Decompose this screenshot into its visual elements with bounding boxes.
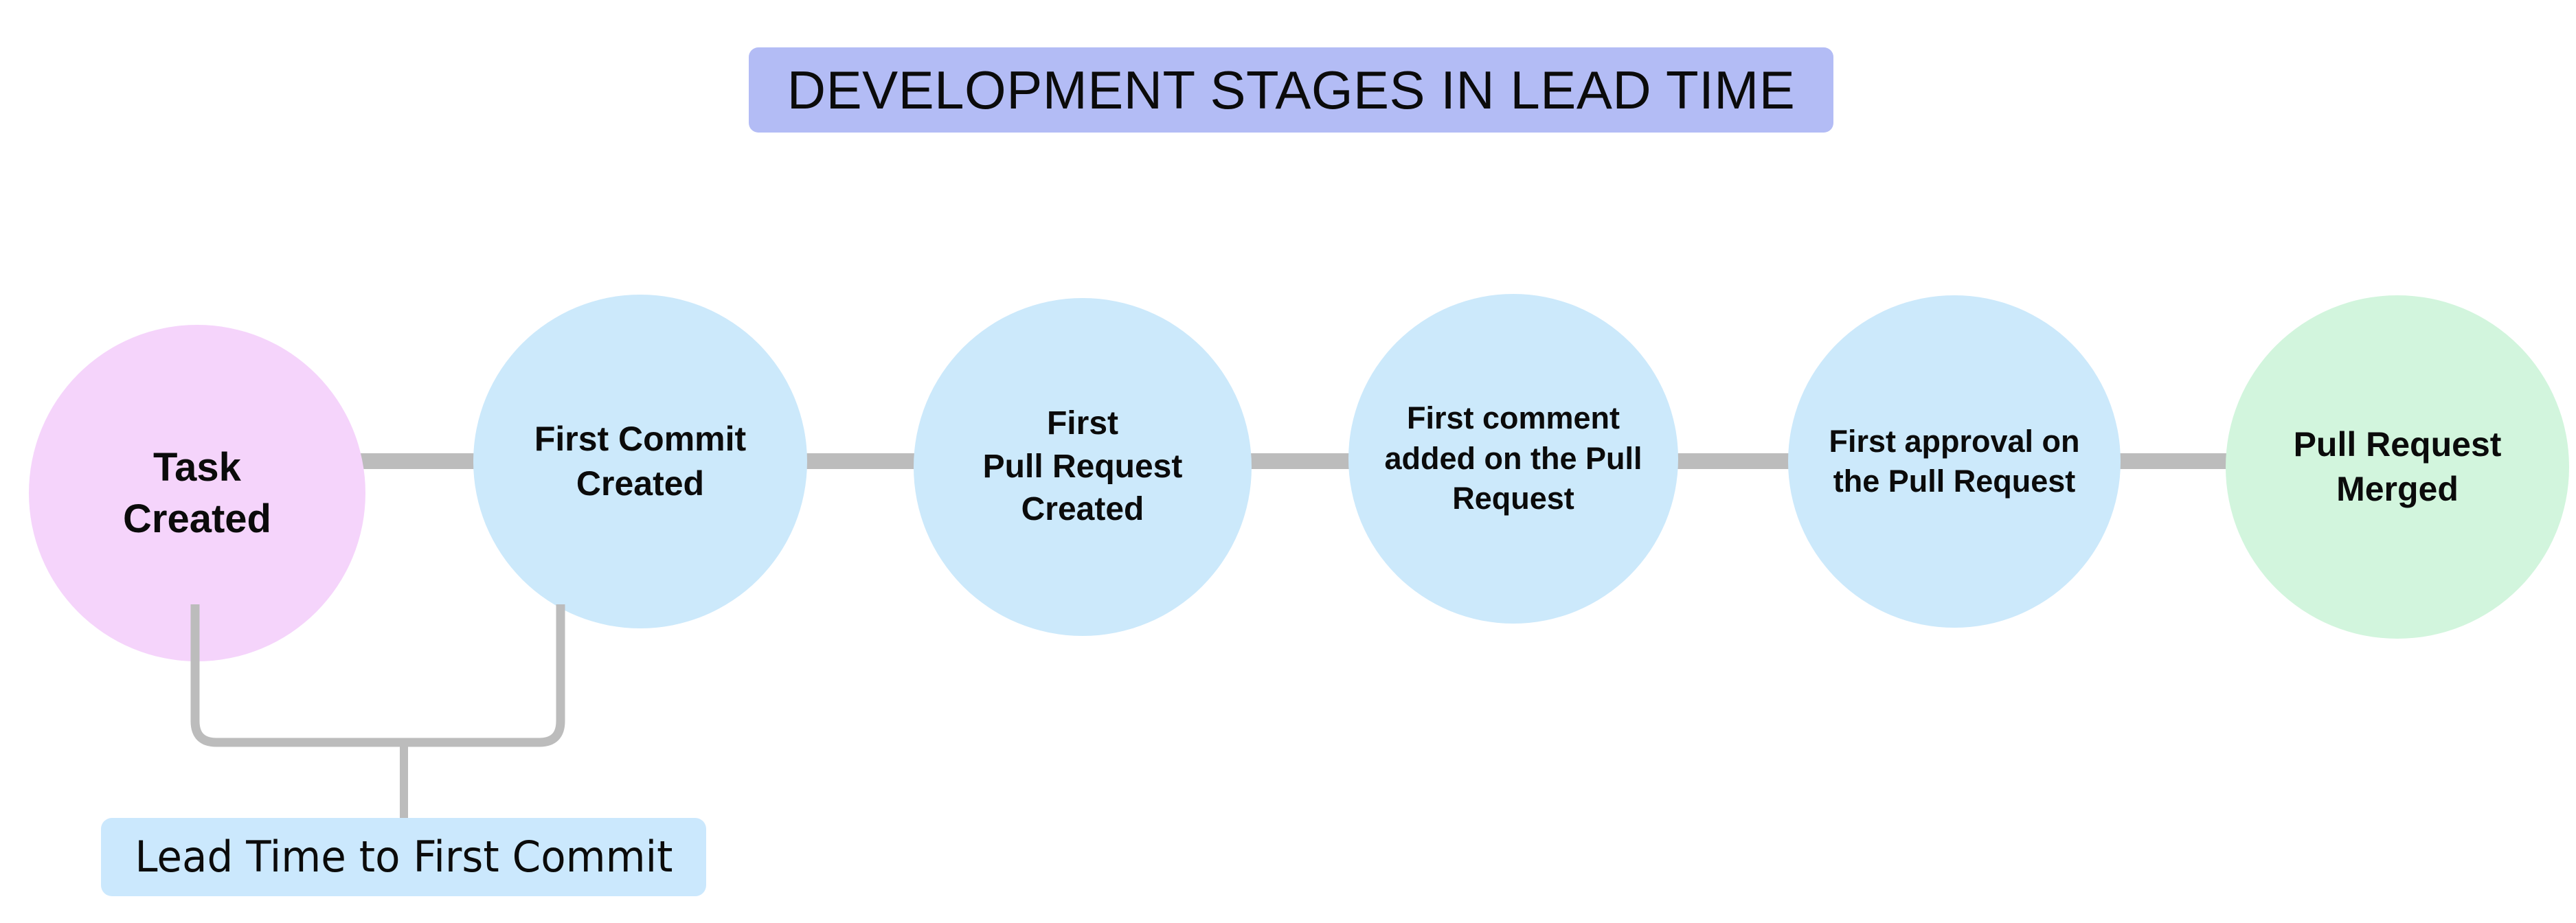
stage-circle-first-pull-request-created[interactable]: First Pull Request Created — [914, 298, 1252, 636]
connector-first-commit-to-first-pr — [800, 453, 924, 469]
diagram-title-banner: DEVELOPMENT STAGES IN LEAD TIME — [749, 47, 1833, 133]
connector-first-pr-to-first-comment — [1236, 453, 1360, 469]
bracket-path — [190, 604, 565, 747]
diagram-title-text: DEVELOPMENT STAGES IN LEAD TIME — [787, 60, 1796, 120]
stage-circle-first-approval[interactable]: First approval on the Pull Request — [1788, 295, 2121, 628]
connector-first-approval-to-merged — [2112, 453, 2236, 469]
stage-circle-pull-request-merged[interactable]: Pull Request Merged — [2226, 295, 2569, 639]
lead-time-annotation-label: Lead Time to First Commit — [134, 832, 673, 882]
lead-time-bracket — [190, 604, 565, 818]
connector-task-to-first-commit — [357, 453, 481, 469]
stage-label-task-created: Task Created — [123, 444, 271, 541]
stage-label-pull-request-merged: Pull Request Merged — [2293, 425, 2502, 508]
stage-circle-first-comment-added[interactable]: First comment added on the Pull Request — [1348, 294, 1678, 624]
stage-label-first-comment-added: First comment added on the Pull Request — [1384, 400, 1642, 516]
stage-circle-first-commit-created[interactable]: First Commit Created — [473, 295, 807, 628]
stage-label-first-commit-created: First Commit Created — [534, 420, 747, 503]
lead-time-annotation-box[interactable]: Lead Time to First Commit — [101, 818, 706, 896]
connector-first-comment-to-first-approval — [1673, 453, 1796, 469]
stage-label-first-approval: First approval on the Pull Request — [1829, 423, 2080, 499]
stage-label-first-pull-request-created: First Pull Request Created — [982, 405, 1183, 528]
